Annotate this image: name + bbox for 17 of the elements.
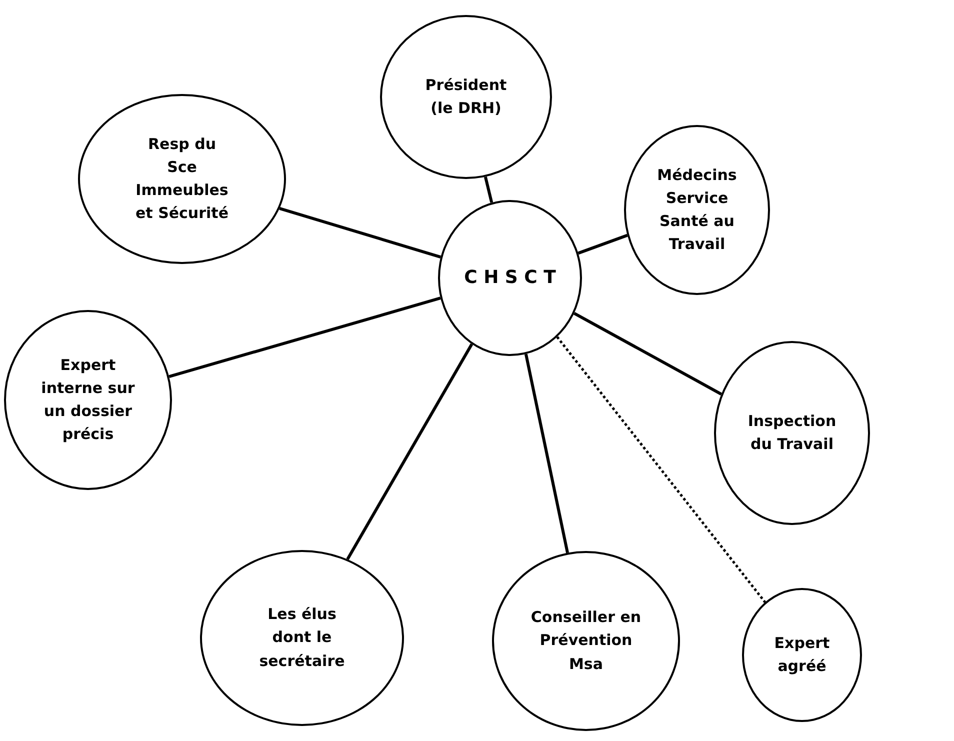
connector-line (346, 343, 474, 560)
connector-line (168, 296, 441, 378)
node-label: Inspection du Travail (746, 410, 838, 455)
connector-line (484, 176, 494, 203)
node-label: Les élus dont le secrétaire (258, 604, 346, 672)
node-label: Médecins Service Santé au Travail (656, 164, 738, 256)
node-label: Président (le DRH) (424, 74, 508, 119)
node-label: Expert interne sur un dossier précis (40, 354, 136, 446)
connector-line (524, 354, 569, 554)
node-label: Conseiller en Prévention Msa (530, 607, 642, 675)
node-label: Expert agréé (773, 632, 831, 677)
dotted-connector (556, 336, 766, 603)
connector-line (279, 207, 442, 258)
connector-line (578, 234, 628, 255)
connector-line (573, 312, 722, 396)
node-label: Resp du Sce Immeubles et Sécurité (134, 134, 230, 224)
node-label: C H S C T (463, 266, 557, 290)
